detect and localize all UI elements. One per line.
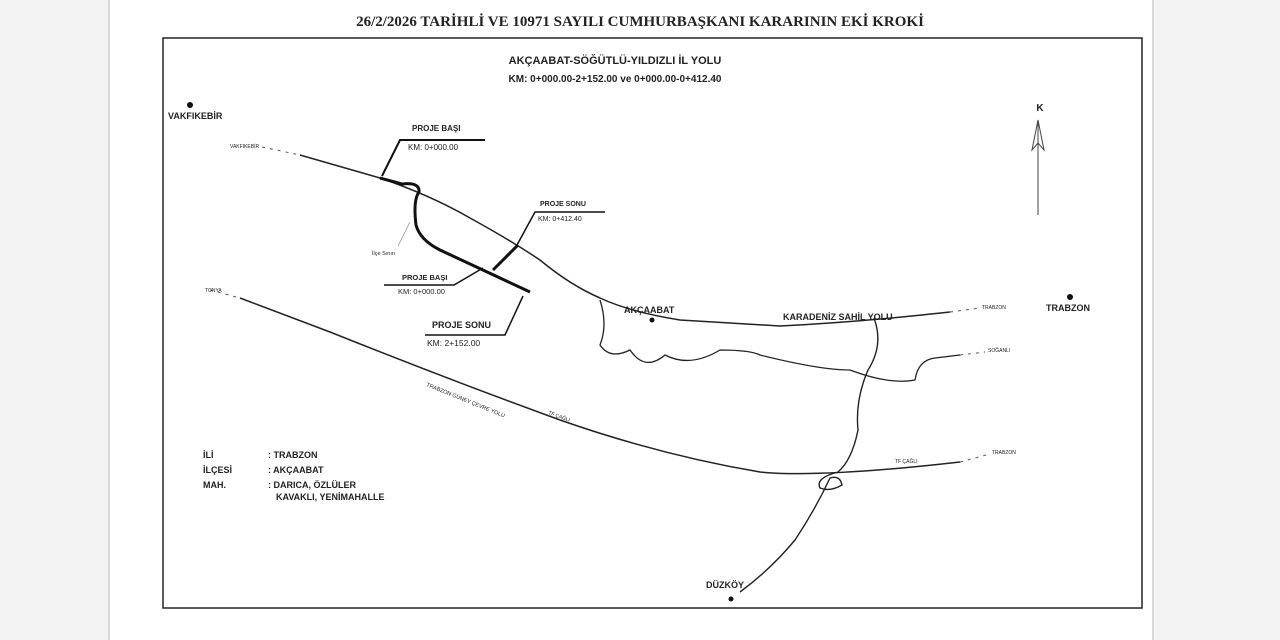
svg-text:İLİ: İLİ [203,450,214,460]
marker-proje-basi-1: PROJE BAŞI KM: 0+000.00 [381,124,485,177]
map-title: AKÇAABAT-SÖĞÜTLÜ-YILDIZLI İL YOLU [509,54,722,67]
svg-text:: DARICA, ÖZLÜLER: : DARICA, ÖZLÜLER [268,480,356,490]
vakfikebir-dot [187,102,193,108]
ring-road [239,297,961,475]
place-akcaabat: AKÇAABAT [624,305,675,315]
duzkoy-road [739,317,879,593]
project-road-branch [491,243,520,272]
svg-text:KM: 2+152.00: KM: 2+152.00 [427,338,480,348]
inland-east-label: SOĞANLI [988,347,1010,354]
inland-road [599,299,961,382]
trabzon-dot [1067,294,1073,300]
coastal-east-label: TRABZON [982,305,1006,311]
coastal-road-continuation [261,146,981,313]
marker-proje-sonu-2: PROJE SONU KM: 2+152.00 [425,295,524,348]
svg-text:: AKÇAABAT: : AKÇAABAT [268,465,324,475]
coastal-road [299,154,951,327]
north-label: K [1036,103,1044,114]
svg-text:KM: 0+412.40: KM: 0+412.40 [538,216,582,223]
ring-mid-east-label: TF ÇAĞLI [895,458,918,465]
ring-road-continuation [209,289,991,463]
north-arrow-icon [1031,119,1045,215]
duzkoy-dot [728,596,734,602]
document-page [108,0,1154,640]
place-trabzon: TRABZON [1046,303,1090,313]
ring-east-label: TRABZON [992,450,1016,456]
coastal-west-label: VAKFIKEBİR [230,143,259,150]
document-title: 26/2/2026 TARİHLİ VE 10971 SAYILI CUMHUR… [356,14,924,30]
km-range: KM: 0+000.00-2+152.00 ve 0+000.00-0+412.… [509,74,722,85]
svg-text:PROJE SONU: PROJE SONU [432,320,491,330]
svg-text:İLÇESİ: İLÇESİ [203,465,232,475]
svg-text:KAVAKLI, YENİMAHALLE: KAVAKLI, YENİMAHALLE [276,492,385,502]
marker-proje-basi-2: PROJE BAŞI KM: 0+000.00 [384,267,484,296]
svg-text:KM: 0+000.00: KM: 0+000.00 [408,143,459,152]
svg-text:KM: 0+000.00: KM: 0+000.00 [398,287,445,296]
svg-text:: TRABZON: : TRABZON [268,450,318,460]
location-legend: İLİ : TRABZON İLÇESİ : AKÇAABAT MAH. : DARI… [203,450,385,502]
ring-road-label: TRABZON GÜNEY ÇEVRE YOLU [425,381,506,419]
place-duzkoy: DÜZKÖY [706,580,744,590]
map-frame [162,37,1143,609]
svg-text:PROJE BAŞI: PROJE BAŞI [402,273,447,282]
district-border-leader [397,221,411,247]
akcaabat-dot [649,317,655,323]
ring-west-label: TONYA [205,288,222,294]
place-vakfikebir: VAKFIKEBİR [168,111,223,121]
project-road-main [379,176,531,294]
svg-text:PROJE BAŞI: PROJE BAŞI [412,124,460,133]
svg-text:MAH.: MAH. [203,480,226,490]
inland-road-continuation [959,351,986,356]
district-border-label: İlçe Sınırı [372,250,395,257]
coastal-road-label: KARADENİZ SAHİL YOLU [783,312,893,322]
svg-text:PROJE SONU: PROJE SONU [540,201,586,208]
marker-proje-sonu-1: PROJE SONU KM: 0+412.40 [516,201,605,246]
ring-mid-label: TF ÇAĞLI [547,409,571,423]
